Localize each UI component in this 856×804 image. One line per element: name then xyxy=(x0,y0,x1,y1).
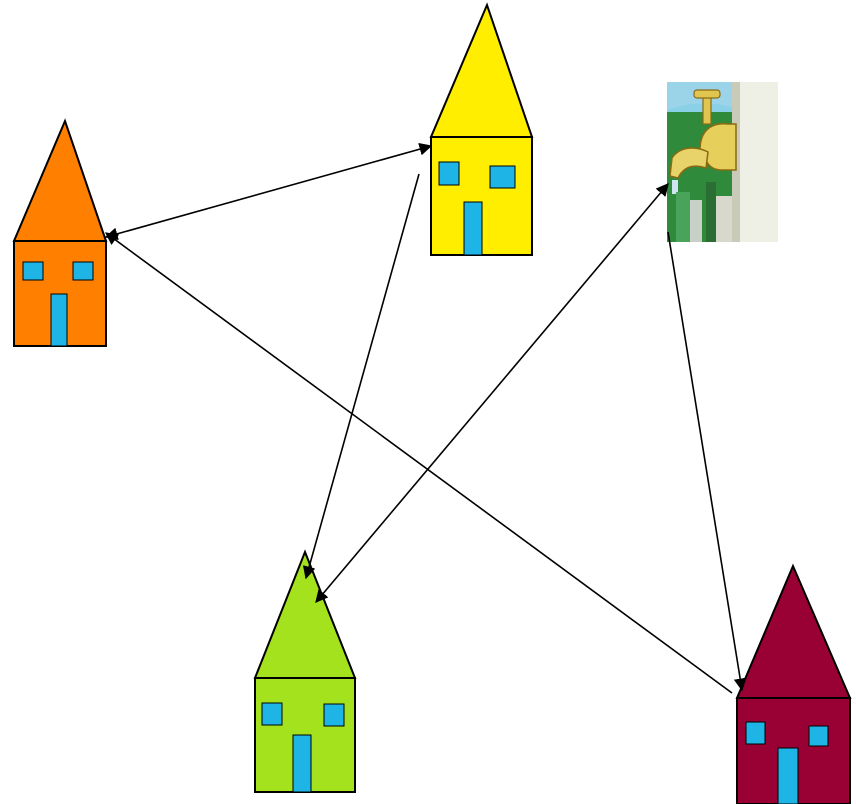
house-green-door xyxy=(292,734,312,793)
house-green xyxy=(253,549,357,793)
house-maroon-roof xyxy=(735,563,852,699)
house-yellow-window-right xyxy=(489,165,516,189)
water-tap-icon xyxy=(667,82,778,242)
house-orange-roof xyxy=(12,118,108,242)
house-maroon-door xyxy=(777,747,799,804)
connection-orange-yellow xyxy=(104,142,433,241)
connections xyxy=(104,142,747,694)
connection-tap-maroon xyxy=(667,231,747,692)
house-yellow xyxy=(429,2,534,256)
house-maroon-window-left xyxy=(745,721,766,745)
house-yellow-window-left xyxy=(438,161,460,186)
house-orange-window-right xyxy=(72,261,94,281)
house-maroon-window-right xyxy=(808,725,829,747)
house-orange-door xyxy=(50,293,68,347)
connection-maroon-orange xyxy=(104,232,733,694)
house-green-window-right xyxy=(323,703,345,727)
house-maroon xyxy=(735,563,852,804)
house-green-roof xyxy=(253,549,357,679)
house-yellow-door xyxy=(463,201,483,256)
house-green-window-left xyxy=(261,702,283,726)
connection-tap-green xyxy=(315,183,669,603)
house-yellow-roof xyxy=(429,2,534,138)
house-orange xyxy=(12,118,108,347)
house-orange-window-left xyxy=(22,261,44,281)
connection-yellow-green xyxy=(302,173,420,580)
